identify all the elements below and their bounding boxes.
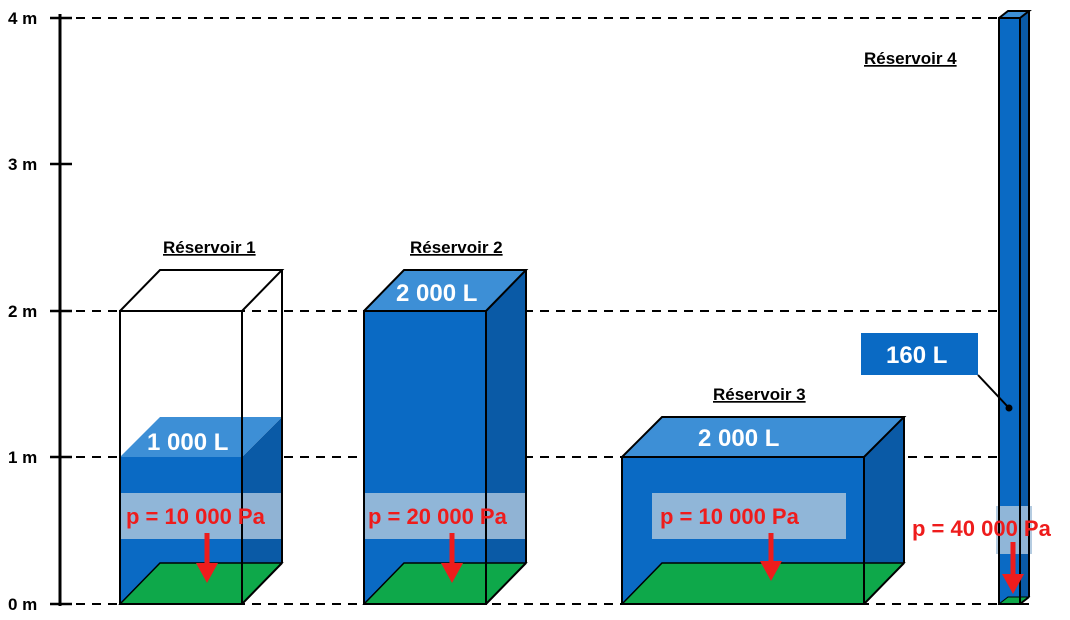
tank-4: 160 L p = 40 000 Pa Réservoir 4 xyxy=(861,10,1052,605)
tank-4-callout-dot xyxy=(1005,404,1013,412)
tank-3-pressure: p = 10 000 Pa xyxy=(660,504,800,529)
tank-1-pressure: p = 10 000 Pa xyxy=(126,504,266,529)
tank-3-floor xyxy=(620,562,906,605)
tank-1-pressure-band xyxy=(120,493,282,539)
tank-2-title: Réservoir 2 xyxy=(410,238,503,257)
tank-2-water-front xyxy=(364,311,486,604)
tank-4-water-front xyxy=(999,18,1020,604)
tank-2-pressure: p = 20 000 Pa xyxy=(368,504,508,529)
tank-4-pressure: p = 40 000 Pa xyxy=(912,516,1052,541)
tank-2-volume: 2 000 L xyxy=(396,280,477,307)
tank-4-volume: 160 L xyxy=(886,342,947,369)
tank-1-title: Réservoir 1 xyxy=(163,238,256,257)
tick-label-4: 4 m xyxy=(8,9,37,28)
tank-4-water-side xyxy=(1020,11,1029,604)
tank-2-pressure-band xyxy=(364,493,526,539)
tick-label-3: 3 m xyxy=(8,155,37,174)
tank-3-water-side xyxy=(864,417,904,604)
tank-1-pressure-arrow xyxy=(196,533,218,583)
tank-2-water-top xyxy=(364,270,526,311)
tank-4-volume-box xyxy=(861,333,978,375)
tank-3-pressure-arrow xyxy=(760,533,782,581)
tank-3-volume: 2 000 L xyxy=(698,425,779,452)
tank-3: 2 000 L p = 10 000 Pa Réservoir 3 xyxy=(620,385,907,605)
tank-2-pressure-arrow xyxy=(441,533,463,583)
tank-4-callout-line xyxy=(977,374,1010,409)
tank-2-water-side xyxy=(486,270,526,604)
tank-3-pressure-band xyxy=(652,493,846,539)
tank-3-title: Réservoir 3 xyxy=(713,385,806,404)
tick-label-1: 1 m xyxy=(8,448,37,467)
tank-4-pressure-arrow xyxy=(1002,542,1024,594)
tank-3-water-top xyxy=(622,417,904,457)
tank-1-volume: 1 000 L xyxy=(147,429,228,456)
tank-1: 1 000 L p = 10 000 Pa Réservoir 1 xyxy=(118,238,285,605)
tick-label-0: 0 m xyxy=(8,595,37,614)
height-axis: 0 m 1 m 2 m 3 m 4 m xyxy=(8,9,72,614)
tick-label-2: 2 m xyxy=(8,302,37,321)
tank-2: 2 000 L p = 20 000 Pa Réservoir 2 xyxy=(362,238,529,605)
tank-4-title: Réservoir 4 xyxy=(864,49,957,68)
